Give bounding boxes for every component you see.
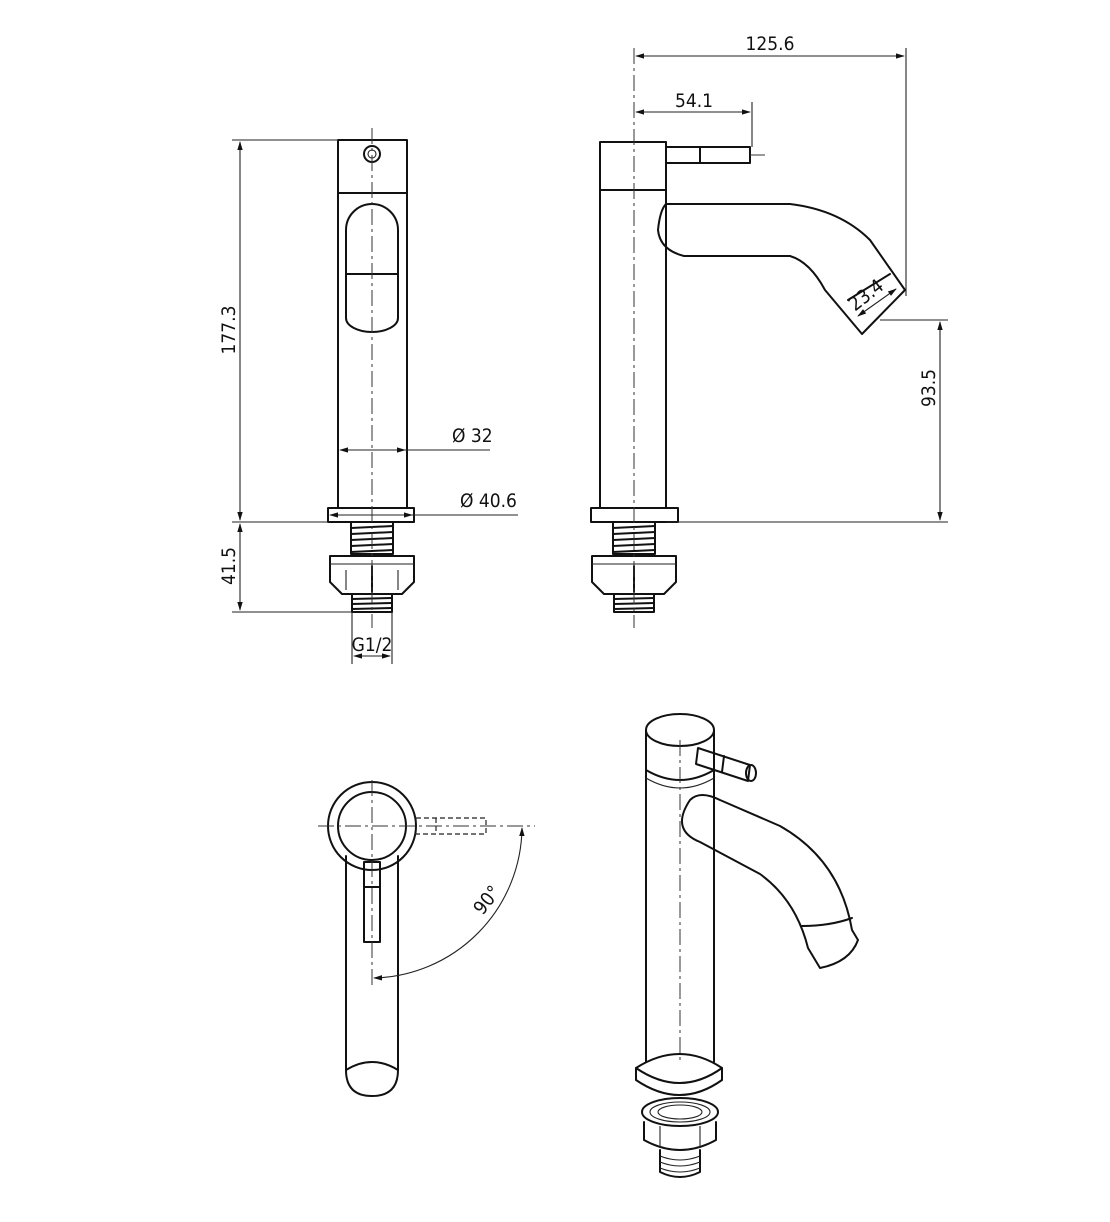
perspective-view: [635, 713, 859, 1178]
side-body-outline: [599, 141, 667, 509]
persp-spout: [681, 794, 859, 969]
side-spout: [657, 203, 906, 335]
persp-threaded-shank: [641, 1097, 719, 1151]
dim-total-height: 177.3: [218, 139, 338, 523]
side-view: 125.6 54.1 23.4 93.5: [590, 33, 948, 628]
dim-lever-offset-label: 54.1: [675, 90, 713, 112]
dim-body-diameter: Ø 32: [339, 425, 493, 453]
dim-thread-size-label: G1/2: [352, 634, 393, 656]
top-spout: [345, 855, 399, 1097]
dim-shank-length-label: 41.5: [218, 547, 240, 585]
front-nut: [329, 555, 415, 595]
dim-spout-height: 93.5: [666, 319, 948, 523]
dim-total-height-label: 177.3: [218, 306, 240, 355]
dim-thread-size: G1/2: [351, 612, 393, 664]
persp-inlet-thread: [659, 1149, 701, 1178]
dim-spout-height-label: 93.5: [918, 369, 940, 407]
front-spout-opening: [345, 203, 399, 333]
dim-rotation-angle-label: 90°: [469, 882, 505, 919]
dim-body-diameter-label: Ø 32: [452, 425, 493, 447]
dim-base-diameter-label: Ø 40.6: [460, 490, 517, 512]
dim-shank-length: 41.5: [218, 523, 352, 613]
side-lever: [665, 146, 765, 164]
top-view: 90°: [318, 780, 535, 1097]
persp-lever: [695, 747, 757, 782]
dim-lever-offset: 54.1: [635, 90, 753, 147]
side-nut: [591, 555, 677, 595]
dim-base-diameter: Ø 40.6: [329, 490, 518, 518]
dim-overall-width-label: 125.6: [746, 33, 795, 55]
persp-base-flange: [635, 1067, 723, 1096]
dim-outlet-diameter: 23.4: [845, 275, 897, 317]
dim-overall-width: 125.6: [635, 33, 907, 296]
front-view: 177.3 41.5 Ø 32 Ø 40.6 G1/2: [218, 128, 518, 664]
persp-body-outline: [645, 729, 715, 1063]
